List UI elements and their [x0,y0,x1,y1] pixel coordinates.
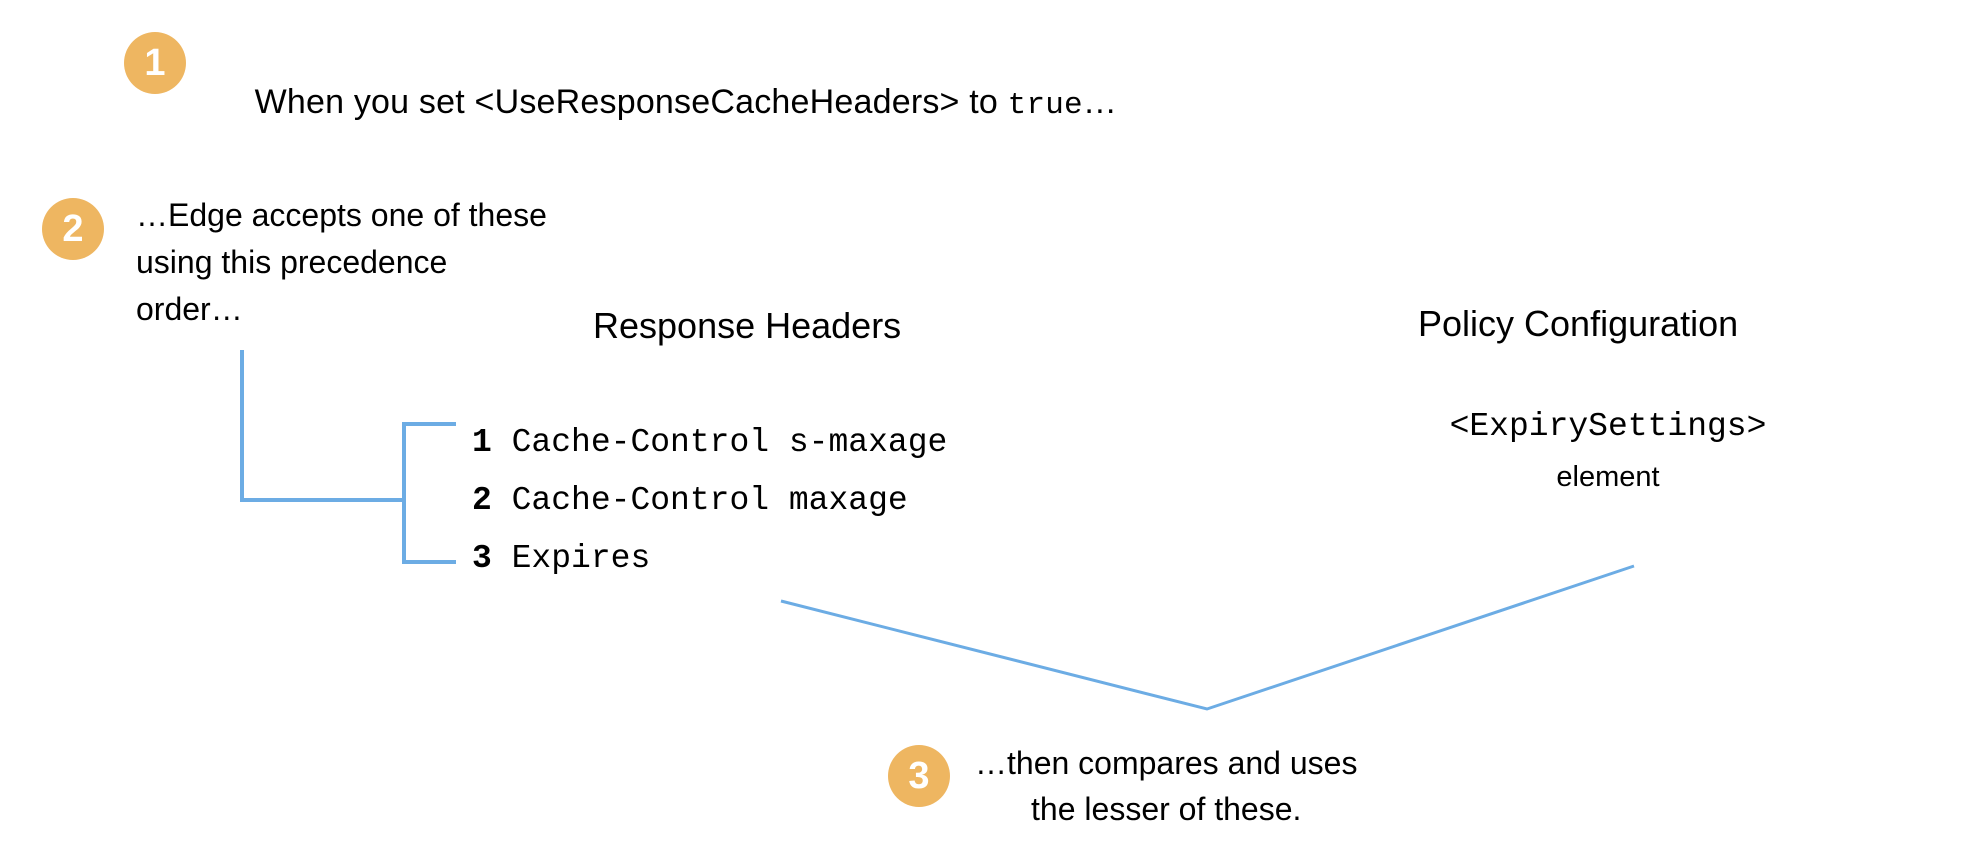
precedence-list-item: 2 Cache-Control maxage [472,472,947,530]
step-2-text: …Edge accepts one of these using this pr… [136,197,547,327]
policy-configuration-column-title: Policy Configuration [1418,303,1739,344]
precedence-elbow-line [240,350,404,502]
policy-element-name: <ExpirySettings> [1449,408,1767,445]
step-3-text: …then compares and uses the lesser of th… [975,745,1358,827]
step-1-text: When you set <UseResponseCacheHeaders> t… [216,44,1117,162]
precedence-item-value: Cache-Control maxage [511,482,908,519]
step-1-badge: 1 [124,32,186,94]
precedence-item-value: Expires [511,540,651,577]
precedence-item-number: 1 [472,424,492,461]
precedence-list-item: 1 Cache-Control s-maxage [472,414,947,472]
step-1-text-prefix: When you set <UseResponseCacheHeaders> t… [254,83,1008,121]
precedence-bracket [402,422,456,564]
precedence-item-number: 2 [472,482,492,519]
precedence-list-item: 3 Expires [472,530,947,588]
policy-configuration-block: <ExpirySettings> element [1418,408,1798,494]
step-3-badge: 3 [888,745,950,807]
precedence-item-number: 3 [472,540,492,577]
policy-element-label: element [1556,461,1660,493]
step-1-text-value: true [1007,88,1083,123]
precedence-item-value: Cache-Control s-maxage [511,424,948,461]
step-2-badge: 2 [42,198,104,260]
response-headers-column-title: Response Headers [593,305,902,346]
precedence-list: 1 Cache-Control s-maxage 2 Cache-Control… [472,414,947,588]
step-1-text-suffix: … [1082,83,1118,121]
